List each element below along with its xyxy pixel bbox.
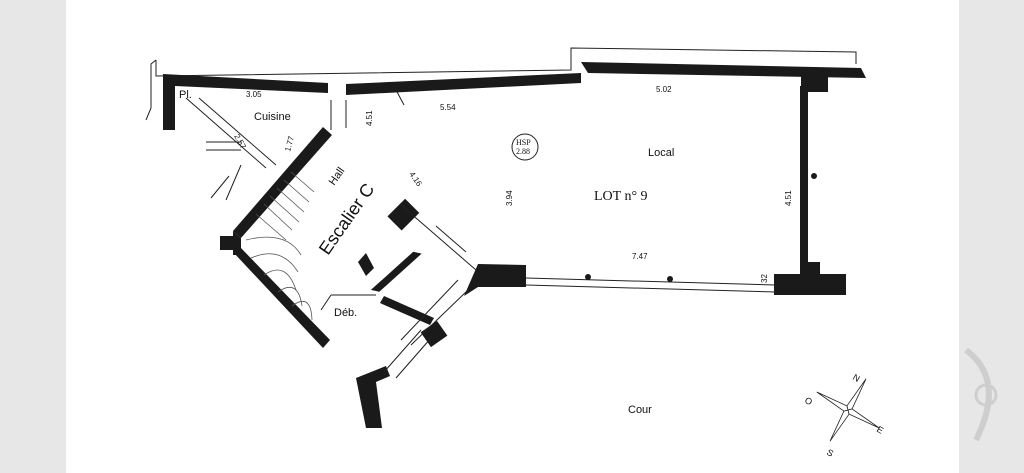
facade-dots xyxy=(585,173,817,282)
exterior-walls xyxy=(163,62,866,428)
label-cour: Cour xyxy=(628,404,652,416)
dim-4-51-right: 4.51 xyxy=(784,190,793,206)
compass-n: N xyxy=(851,372,862,384)
outer-boundary xyxy=(145,47,857,121)
label-escalier: Escalier C xyxy=(315,180,378,259)
dim-5-02: 5.02 xyxy=(656,85,672,94)
dim-32: 32 xyxy=(760,274,769,283)
label-pl: Pl. xyxy=(179,89,192,101)
label-lot: LOT n° 9 xyxy=(594,189,648,204)
interior-lines xyxy=(185,97,777,379)
compass-o: O xyxy=(803,395,814,407)
dim-1-77: 1.77 xyxy=(283,135,296,153)
hsp-circle xyxy=(511,133,539,161)
label-hsp-value: 2.88 xyxy=(516,147,530,156)
label-hsp: HSP xyxy=(516,138,531,147)
compass-s: S xyxy=(825,447,835,459)
dim-4-16: 4.16 xyxy=(407,170,424,188)
label-deb: Déb. xyxy=(334,307,357,319)
label-hall: Hall xyxy=(327,165,348,187)
compass-e: E xyxy=(875,424,885,436)
label-local: Local xyxy=(648,147,674,159)
dim-5-54: 5.54 xyxy=(440,103,456,112)
dim-7-47: 7.47 xyxy=(632,252,648,261)
floor-plan: Pl. Cuisine Hall Escalier C Déb. Local L… xyxy=(145,47,885,459)
compass-rose xyxy=(816,378,880,442)
dim-3-94: 3.94 xyxy=(505,190,514,206)
dim-4-51-left: 4.51 xyxy=(365,110,374,126)
label-cuisine: Cuisine xyxy=(254,111,291,123)
watermark-logo xyxy=(964,347,998,442)
dim-3-05: 3.05 xyxy=(246,90,262,99)
plan-sheet: Pl. Cuisine Hall Escalier C Déb. Local L… xyxy=(66,0,959,473)
staircase-steps xyxy=(245,171,315,321)
